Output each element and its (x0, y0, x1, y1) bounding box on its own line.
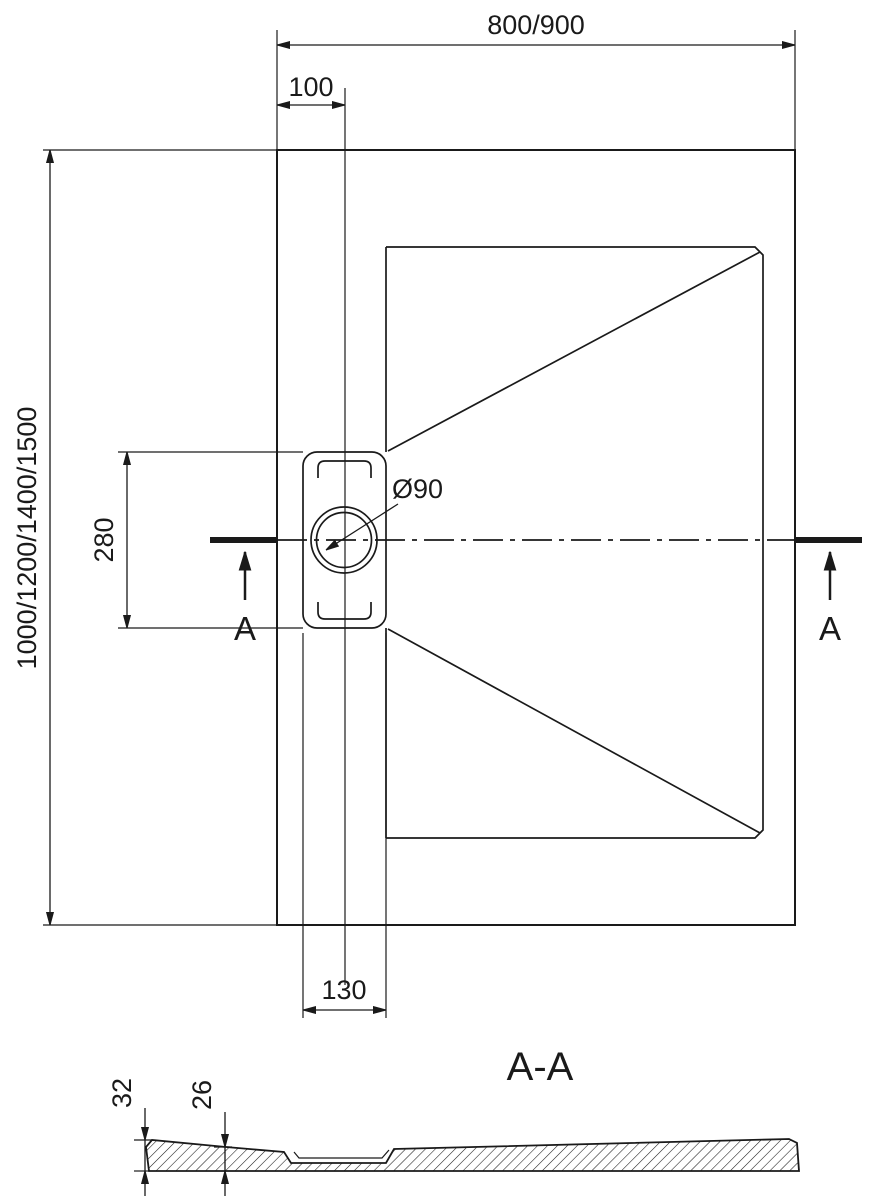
section-arrows: A A (234, 552, 841, 647)
slope-fold-lines (387, 251, 761, 834)
profile-outline (145, 1138, 800, 1172)
basin-rim (386, 246, 764, 839)
dim-drain-diameter-label: Ø90 (392, 474, 443, 504)
dim-inner-thickness-label: 26 (187, 1080, 217, 1110)
drain-diameter-leader (326, 503, 399, 550)
dim-drain-diameter: Ø90 (326, 474, 443, 550)
dim-total-thickness: 32 (107, 1078, 152, 1196)
dim-width: 800/900 (276, 10, 796, 150)
tray-top-view (276, 149, 796, 926)
dim-drain-channel: 130 (302, 633, 387, 1018)
section-profile (145, 1138, 800, 1172)
dim-drain-zone: 280 (89, 451, 303, 629)
dim-drain-offset-label: 100 (288, 72, 333, 102)
section-title: A-A (507, 1045, 574, 1089)
section-marker-right-label: A (819, 610, 841, 647)
dim-length: 1000/1200/1400/1500 (12, 149, 277, 926)
dim-drain-channel-label: 130 (321, 975, 366, 1005)
drain-recess-detail (293, 1149, 390, 1159)
dim-length-label: 1000/1200/1400/1500 (12, 407, 42, 670)
dim-width-label: 800/900 (487, 10, 585, 40)
dim-total-thickness-label: 32 (107, 1078, 137, 1108)
dim-inner-thickness: 26 (187, 1080, 232, 1196)
dim-drain-offset: 100 (277, 72, 346, 985)
dim-drain-zone-label: 280 (89, 517, 119, 562)
